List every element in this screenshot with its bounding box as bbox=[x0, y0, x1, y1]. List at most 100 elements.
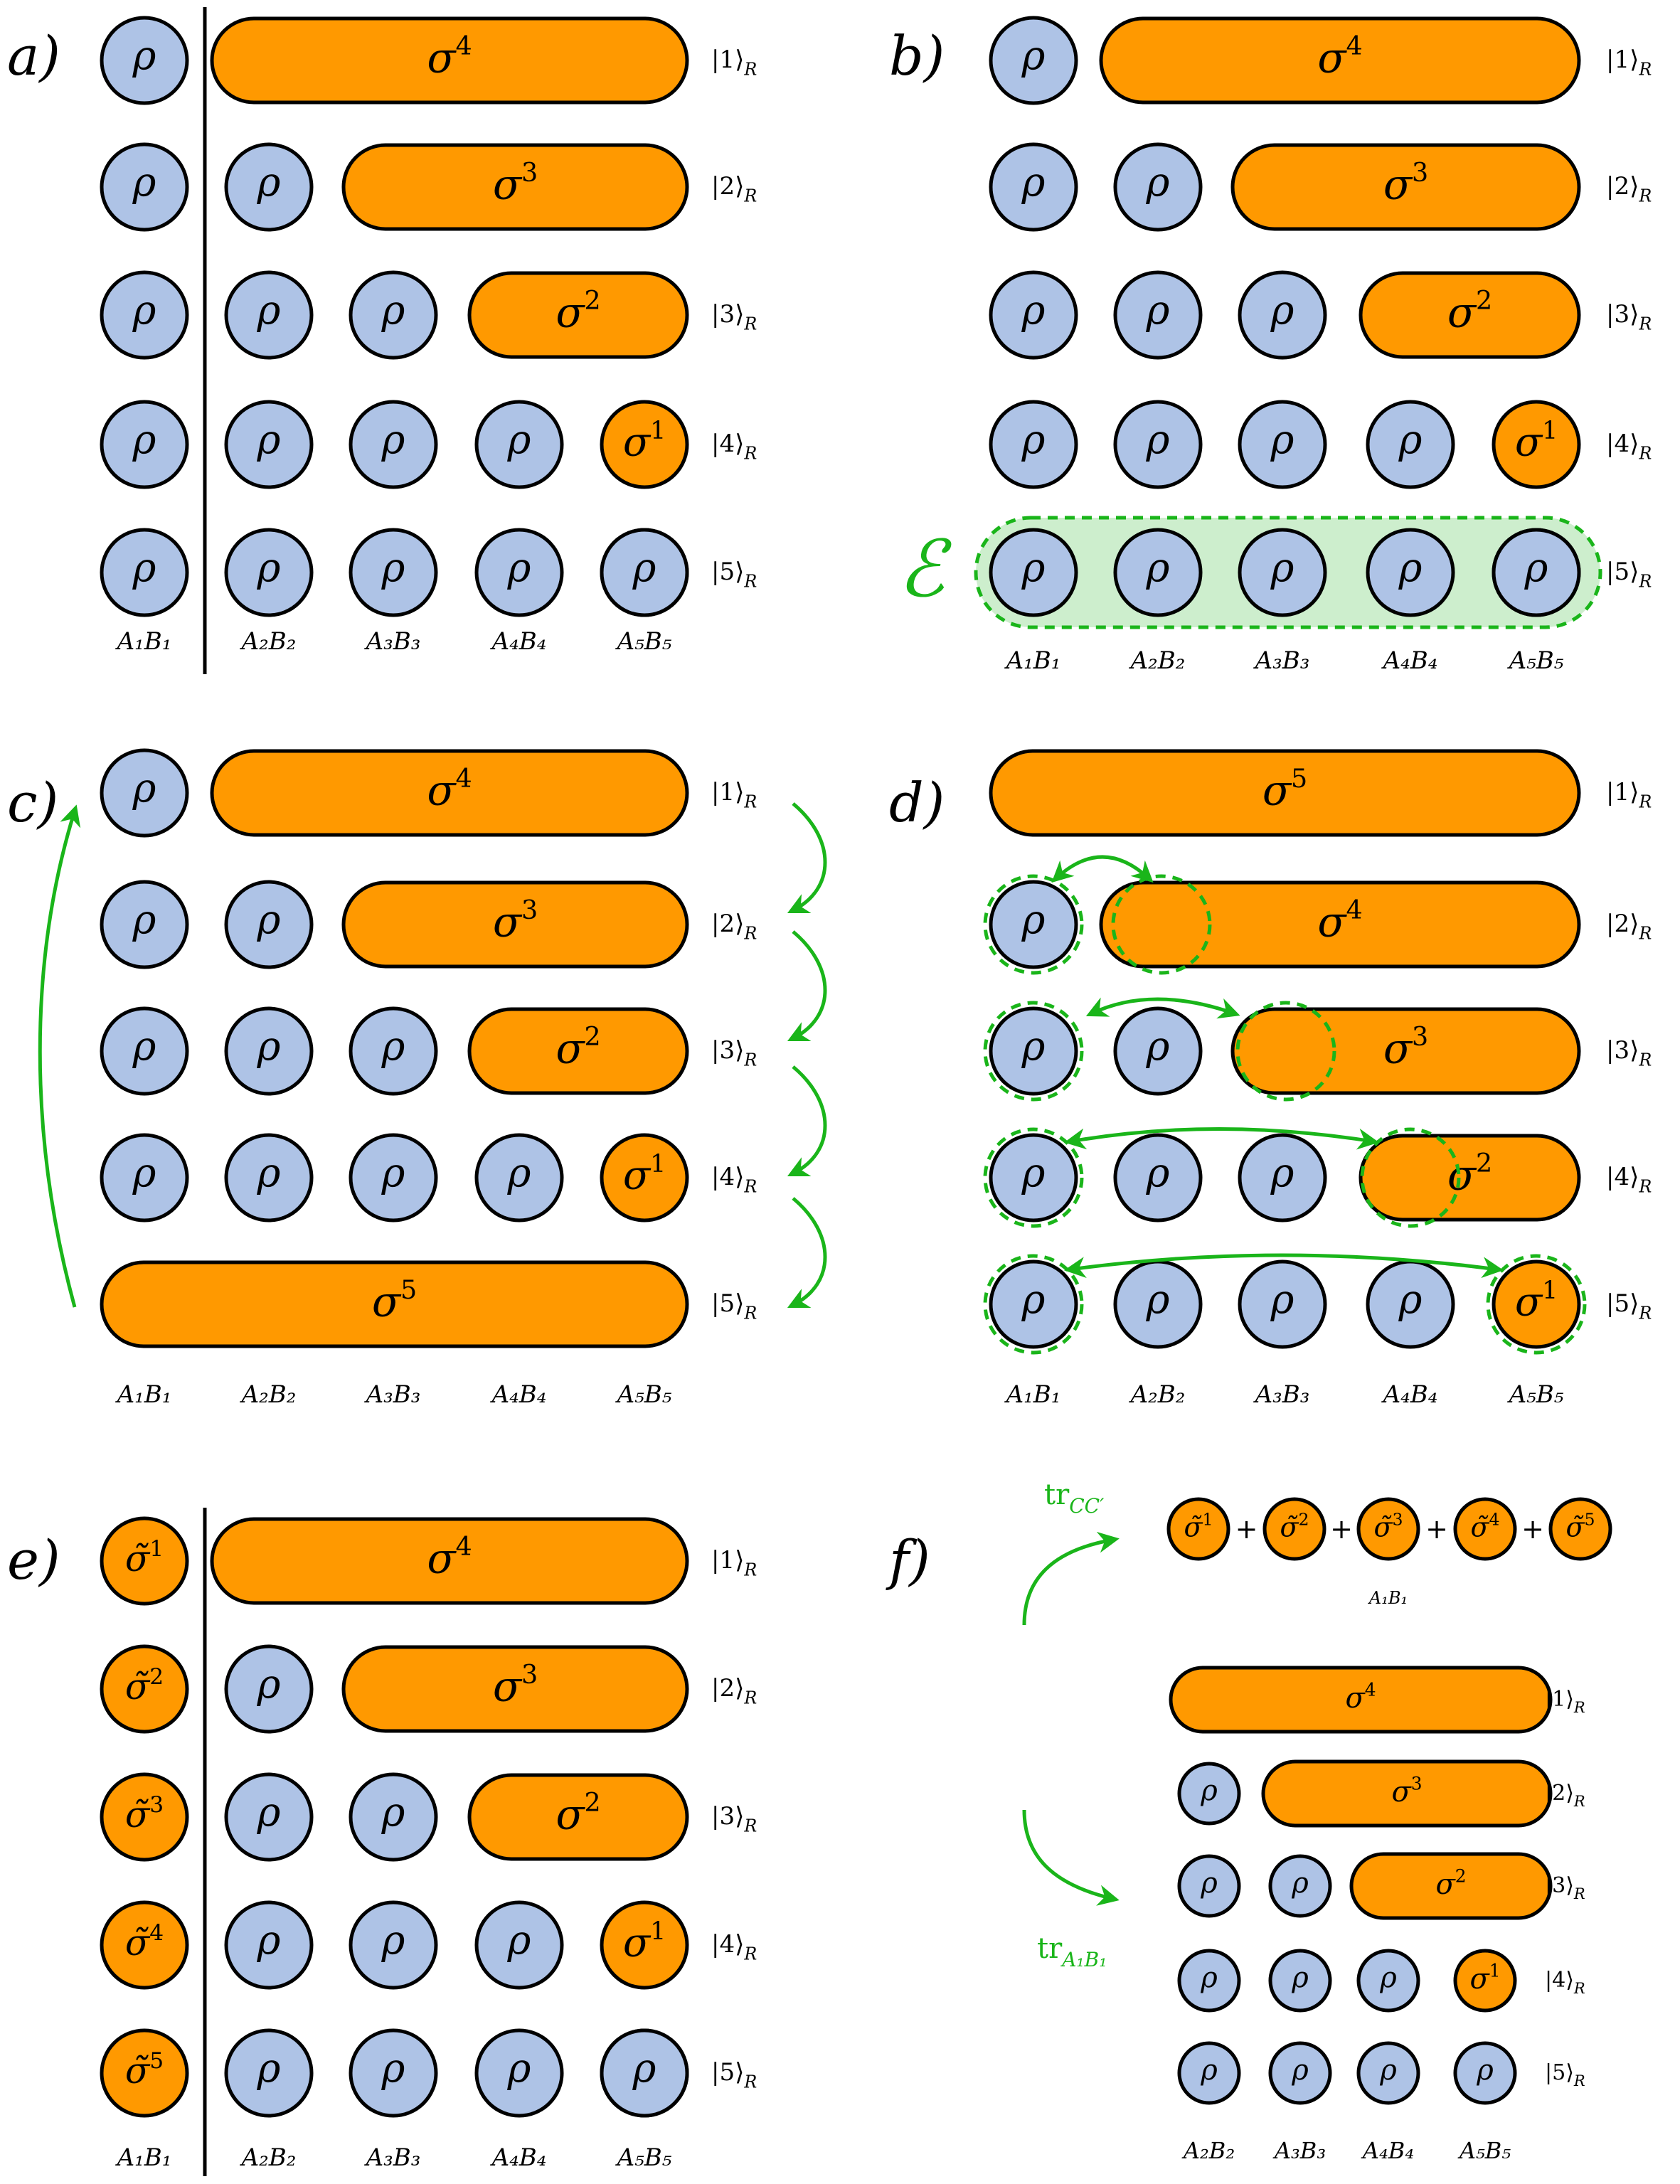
panel-label-c: c) bbox=[7, 771, 58, 834]
f-ket-r1: |1⟩R bbox=[1545, 1687, 1585, 1716]
c-rho-r4-c1 bbox=[100, 1133, 189, 1222]
a-sigma-bar-r2-label: σ3 bbox=[493, 157, 538, 209]
swap-ring-r5-right bbox=[1486, 1254, 1587, 1355]
f-ket-r2: |2⟩R bbox=[1545, 1781, 1585, 1810]
e-sigma-bar-r2 bbox=[341, 1645, 689, 1733]
arrow-5-to-1 bbox=[38, 804, 81, 1308]
e-sigma-tilde-r5-label: σ̃5 bbox=[125, 2048, 164, 2092]
swap-arrow-5 bbox=[1064, 1253, 1504, 1279]
e-rho-r4-c4 bbox=[474, 1900, 564, 1990]
e-sigma-tilde-r4 bbox=[100, 1900, 189, 1990]
b-rho-r5-c2-symbol: ρ bbox=[1146, 545, 1170, 591]
b-rho-r2-c1 bbox=[989, 142, 1078, 232]
arrow-1-to-2 bbox=[787, 802, 827, 914]
diagram-elements: ρσ4|1⟩Rρρσ3|2⟩Rρρρσ2|3⟩Rρρρρσ1|4⟩Rρρρρρρ… bbox=[100, 16, 1652, 2172]
f-rho-r5-c2-symbol: ρ bbox=[1291, 2054, 1309, 2087]
e-ket-r5: |5⟩R bbox=[711, 2058, 757, 2092]
f-rho-r2-c1-symbol: ρ bbox=[1200, 1774, 1218, 1807]
swap-arrows-d bbox=[983, 855, 1587, 1355]
f-sigma-bar-r1 bbox=[1169, 1666, 1553, 1734]
c-rho-r4-c3 bbox=[349, 1133, 438, 1222]
d-rho-r4-c2-symbol: ρ bbox=[1146, 1150, 1170, 1196]
e-site-3: A₃B₃ bbox=[364, 2143, 421, 2172]
a-site-2: A₂B₂ bbox=[240, 627, 297, 656]
a-rho-r5-c5-symbol: ρ bbox=[632, 545, 656, 591]
d-rho-r2-c1-symbol: ρ bbox=[1021, 897, 1046, 943]
a-rho-r1-c1 bbox=[100, 16, 189, 105]
a-rho-r3-c3 bbox=[349, 270, 438, 360]
swap-arrow-3 bbox=[1085, 997, 1240, 1019]
c-sigma-circle-r4-label: σ1 bbox=[623, 1150, 666, 1199]
a-sigma-bar-r1 bbox=[210, 16, 689, 105]
a-rho-r3-c1-symbol: ρ bbox=[132, 287, 156, 334]
d-sigma-bar-r2-label: σ4 bbox=[1317, 895, 1362, 947]
f-sigma-circle-r4 bbox=[1453, 1949, 1517, 2013]
c-sigma-bar-r5 bbox=[100, 1260, 689, 1348]
c-ket-r3: |3⟩R bbox=[711, 1036, 757, 1070]
a-sigma-circle-r4 bbox=[600, 400, 689, 489]
d-sigma-bar-r3-label: σ3 bbox=[1383, 1021, 1428, 1073]
d-rho-r3-c1-symbol: ρ bbox=[1021, 1023, 1046, 1070]
f-rho-r3-c2 bbox=[1268, 1854, 1332, 1918]
b-sigma-circle-r4 bbox=[1492, 400, 1581, 489]
e-ket-r2: |2⟩R bbox=[711, 1674, 757, 1708]
a-rho-r3-c2-symbol: ρ bbox=[257, 287, 281, 334]
f-rho-r5-c4 bbox=[1453, 2041, 1517, 2105]
c-rho-r4-c4 bbox=[474, 1133, 564, 1222]
a-site-4: A₄B₄ bbox=[490, 627, 547, 656]
b-sigma-bar-r2-label: σ3 bbox=[1383, 157, 1428, 209]
f-sigma-tilde-4 bbox=[1453, 1497, 1517, 1561]
f-rho-r4-c2-symbol: ρ bbox=[1291, 1961, 1309, 1994]
e-rho-r5-c4 bbox=[474, 2028, 564, 2118]
c-rho-r3-c3 bbox=[349, 1006, 438, 1096]
e-rho-r5-c5 bbox=[600, 2028, 689, 2118]
swap-arrow-2 bbox=[1051, 855, 1154, 883]
e-site-2: A₂B₂ bbox=[240, 2143, 297, 2172]
a-sigma-bar-r2 bbox=[341, 143, 689, 231]
e-site-4: A₄B₄ bbox=[490, 2143, 547, 2172]
f-sigma-tilde-2 bbox=[1262, 1497, 1327, 1561]
e-sigma-bar-r2-label: σ3 bbox=[493, 1659, 538, 1711]
f-plus-2: + bbox=[1330, 1513, 1353, 1545]
c-ket-r1: |1⟩R bbox=[711, 778, 757, 811]
c-sigma-bar-r1-label: σ4 bbox=[427, 763, 472, 815]
b-rho-r2-c2-symbol: ρ bbox=[1146, 159, 1170, 206]
e-rho-r4-c2 bbox=[224, 1900, 314, 1990]
e-rho-r2-c2-symbol: ρ bbox=[257, 1661, 281, 1708]
b-rho-r3-c3-symbol: ρ bbox=[1270, 287, 1294, 334]
d-rho-r4-c3-symbol: ρ bbox=[1270, 1150, 1294, 1196]
d-sigma-bar-r3 bbox=[1230, 1007, 1581, 1095]
f-rho-r4-c1 bbox=[1177, 1949, 1241, 2013]
b-rho-r3-c2 bbox=[1113, 270, 1203, 360]
b-rho-r2-c1-symbol: ρ bbox=[1021, 159, 1046, 206]
f-sigma-circle-r4-label: σ1 bbox=[1469, 1960, 1500, 1996]
d-ket-r5: |5⟩R bbox=[1606, 1289, 1652, 1323]
b-ket-r4: |4⟩R bbox=[1606, 430, 1652, 463]
swap-ring-r5-left bbox=[983, 1254, 1084, 1355]
a-rho-r5-c3 bbox=[349, 528, 438, 617]
swap-ring-r3-right bbox=[1235, 1001, 1336, 1102]
c-site-1: A₁B₁ bbox=[115, 1380, 172, 1409]
a-ket-r4: |4⟩R bbox=[711, 430, 757, 463]
e-sigma-circle-r4 bbox=[600, 1900, 689, 1990]
e-rho-r4-c2-symbol: ρ bbox=[257, 1917, 281, 1964]
f-sum-site: A₁B₁ bbox=[1368, 1588, 1408, 1608]
b-rho-r3-c3 bbox=[1238, 270, 1327, 360]
e-rho-r3-c3-symbol: ρ bbox=[381, 1789, 405, 1836]
f-rho-r3-c2-symbol: ρ bbox=[1291, 1867, 1309, 1900]
e-rho-r3-c3 bbox=[349, 1772, 438, 1862]
f-ket-r5: |5⟩R bbox=[1545, 2060, 1585, 2089]
e-sigma-tilde-r2 bbox=[100, 1644, 189, 1734]
a-rho-r3-c2 bbox=[224, 270, 314, 360]
d-rho-r5-c3-symbol: ρ bbox=[1270, 1277, 1294, 1323]
a-rho-r2-c2-symbol: ρ bbox=[257, 159, 281, 206]
f-plus-3: + bbox=[1425, 1513, 1448, 1545]
b-site-3: A₃B₃ bbox=[1253, 646, 1310, 675]
e-ket-r3: |3⟩R bbox=[711, 1802, 757, 1836]
b-rho-r5-c3-symbol: ρ bbox=[1270, 545, 1294, 591]
d-ket-r1: |1⟩R bbox=[1606, 778, 1652, 811]
f-ket-r3: |3⟩R bbox=[1545, 1873, 1585, 1902]
c-sigma-bar-r2 bbox=[341, 880, 689, 969]
d-sigma-circle-r5 bbox=[1492, 1259, 1581, 1349]
